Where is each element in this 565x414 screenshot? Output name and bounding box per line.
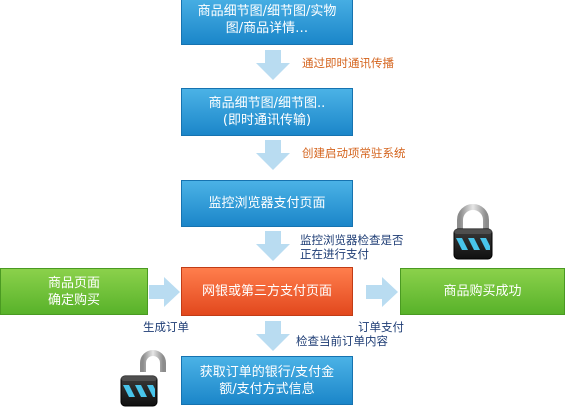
down-arrow-3 <box>256 231 290 261</box>
product-page-confirm-box: 商品页面 确定购买 <box>0 268 148 315</box>
step-collect-images: 商品细节图/细节图/实物 图/商品详情… <box>181 0 353 45</box>
step-monitor-browser: 监控浏览器支付页面 <box>181 180 353 227</box>
purchase-success-box: 商品购买成功 <box>400 268 565 315</box>
step-get-order-info: 获取订单的银行/支付金 额/支付方式信息 <box>181 356 353 405</box>
label-order-pay: 订单支付 <box>358 320 404 334</box>
label-create-order: 生成订单 <box>143 320 189 334</box>
right-arrow-left <box>149 277 180 307</box>
down-arrow-4 <box>256 321 290 351</box>
label-startup-item: 创建启动项常驻系统 <box>302 146 406 160</box>
label-check-order: 检查当前订单内容 <box>296 334 388 348</box>
step-payment-page: 网银或第三方支付页面 <box>181 267 353 316</box>
unlocked-padlock-icon <box>120 350 166 407</box>
locked-padlock-icon <box>453 204 493 260</box>
down-arrow-1 <box>256 50 290 80</box>
right-arrow-right <box>366 277 398 307</box>
step-im-transfer: 商品细节图/细节图.. (即时通讯传输) <box>181 88 353 136</box>
down-arrow-2 <box>256 140 290 170</box>
label-im-spread: 通过即时通讯传播 <box>302 56 394 70</box>
label-monitor-check: 监控浏览器检查是否 正在进行支付 <box>300 233 404 261</box>
